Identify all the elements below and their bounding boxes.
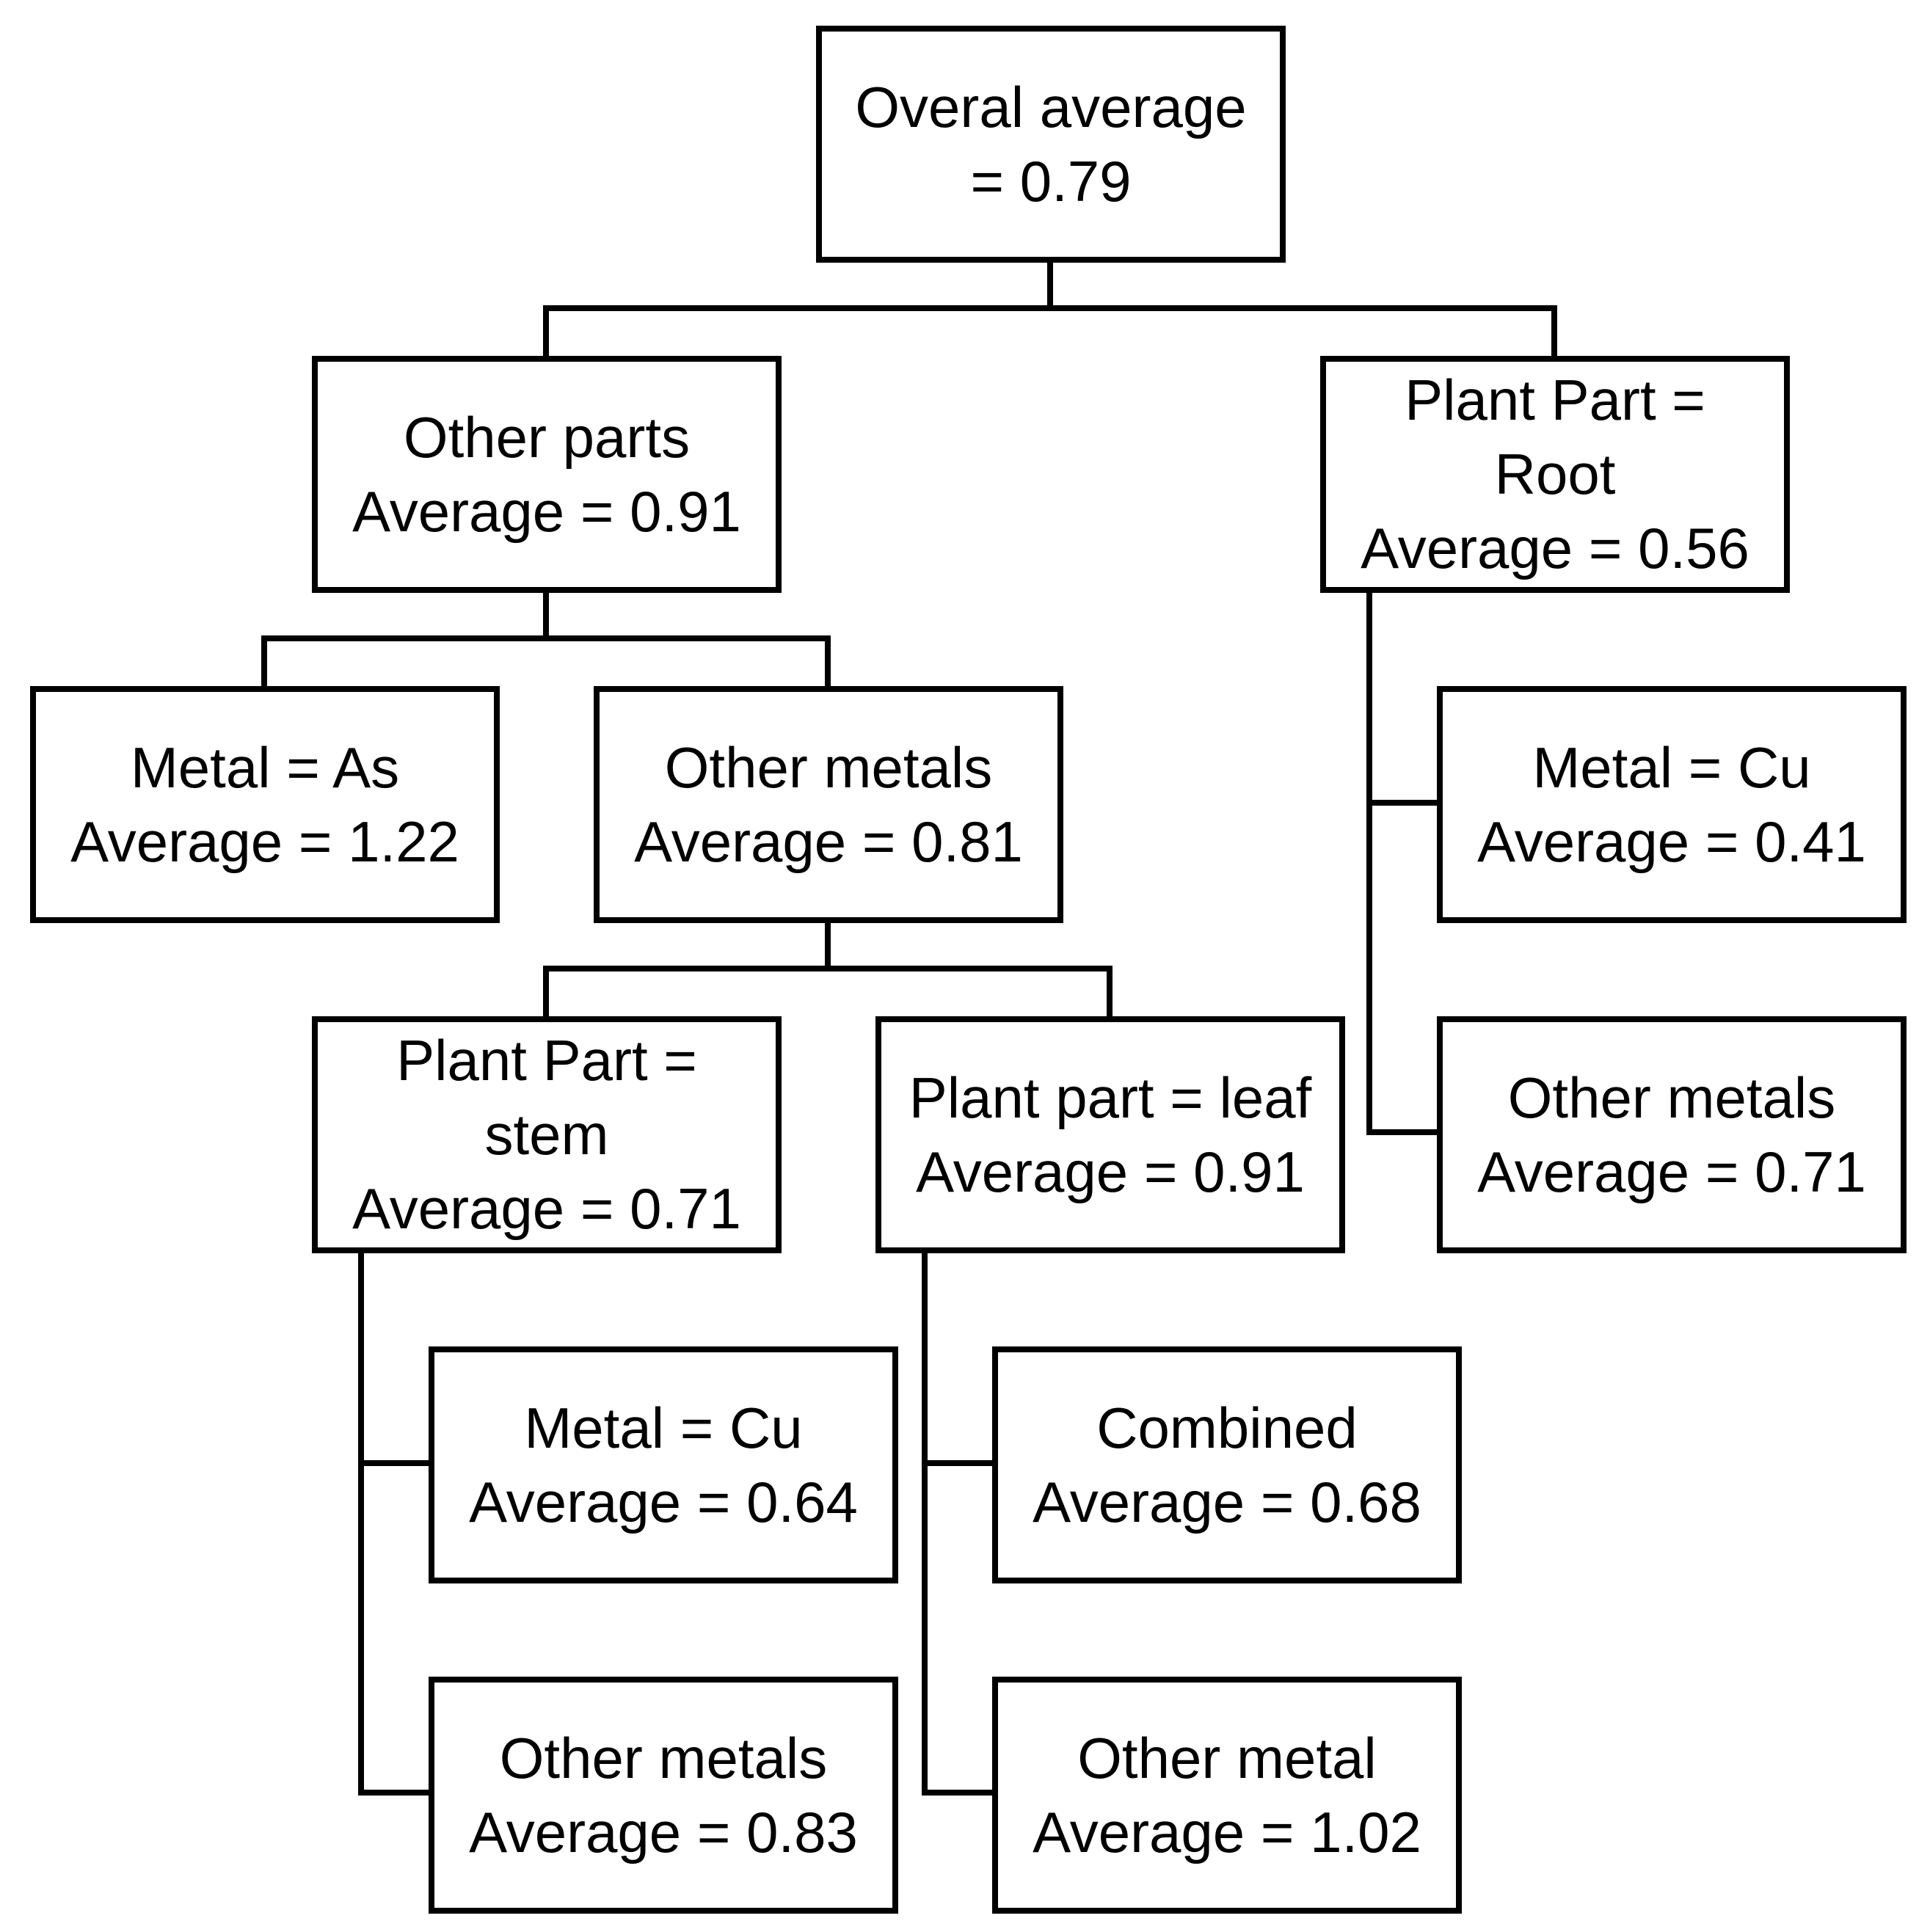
node-leaf-other-metal-line-2: Average = 1.02: [1033, 1799, 1421, 1864]
node-root-metal-cu-line-1: Metal = Cu: [1532, 734, 1811, 800]
node-root-other-metals: Other metals Average = 0.71: [1437, 1016, 1907, 1253]
node-leaf-other-metal-line-1: Other metal: [1077, 1725, 1377, 1790]
connector-root-split: [543, 257, 1557, 360]
node-stem-other-metals-line-2: Average = 0.83: [469, 1799, 858, 1864]
node-plant-part-stem-line-3: Average = 0.71: [352, 1176, 741, 1241]
node-stem-metal-cu-line-2: Average = 0.64: [469, 1469, 858, 1534]
node-overall-average: Overal average = 0.79: [816, 26, 1286, 263]
node-plant-part-leaf: Plant part = leaf Average = 0.91: [875, 1016, 1345, 1253]
node-stem-other-metals-line-1: Other metals: [499, 1725, 828, 1790]
node-plant-part-stem-line-2: stem: [484, 1102, 609, 1167]
node-plant-part-root: Plant Part = Root Average = 0.56: [1320, 356, 1790, 593]
node-plant-part-leaf-line-1: Plant part = leaf: [908, 1065, 1312, 1130]
connector-root-part-bracket: [1366, 587, 1443, 1135]
node-other-parts-line-1: Other parts: [403, 404, 691, 470]
node-plant-part-root-line-3: Average = 0.56: [1361, 516, 1749, 580]
node-overall-average-line-2: = 0.79: [970, 148, 1132, 214]
node-other-metals-line-1: Other metals: [664, 734, 993, 800]
node-stem-metal-cu-line-1: Metal = Cu: [524, 1395, 803, 1460]
node-leaf-combined: Combined Average = 0.68: [992, 1346, 1462, 1583]
node-metal-as-line-1: Metal = As: [130, 734, 400, 800]
node-other-parts-line-2: Average = 0.91: [352, 478, 741, 544]
connector-stem-bracket: [358, 1247, 434, 1796]
node-plant-part-stem-line-1: Plant Part =: [396, 1028, 697, 1093]
node-plant-part-root-line-1: Plant Part =: [1405, 368, 1705, 432]
connector-other-metals-split: [543, 917, 1113, 1021]
node-root-metal-cu: Metal = Cu Average = 0.41: [1437, 686, 1907, 923]
connector-leaf-bracket: [922, 1247, 998, 1796]
node-overall-average-line-1: Overal average: [855, 74, 1247, 139]
node-stem-metal-cu: Metal = Cu Average = 0.64: [429, 1346, 898, 1583]
node-root-metal-cu-line-2: Average = 0.41: [1477, 809, 1866, 874]
node-root-other-metals-line-1: Other metals: [1507, 1065, 1836, 1130]
node-leaf-other-metal: Other metal Average = 1.02: [992, 1677, 1462, 1914]
node-plant-part-stem: Plant Part = stem Average = 0.71: [312, 1016, 782, 1253]
node-plant-part-root-line-2: Root: [1494, 442, 1616, 506]
node-plant-part-leaf-line-2: Average = 0.91: [916, 1139, 1305, 1204]
node-other-metals-line-2: Average = 0.81: [634, 809, 1023, 874]
connector-other-parts-split: [261, 587, 831, 690]
node-leaf-combined-line-1: Combined: [1096, 1395, 1358, 1460]
node-leaf-combined-line-2: Average = 0.68: [1033, 1469, 1421, 1534]
node-metal-as: Metal = As Average = 1.22: [30, 686, 500, 923]
node-root-other-metals-line-2: Average = 0.71: [1477, 1139, 1866, 1204]
node-other-parts: Other parts Average = 0.91: [312, 356, 782, 593]
node-metal-as-line-2: Average = 1.22: [70, 809, 459, 874]
node-other-metals: Other metals Average = 0.81: [594, 686, 1063, 923]
node-stem-other-metals: Other metals Average = 0.83: [429, 1677, 898, 1914]
